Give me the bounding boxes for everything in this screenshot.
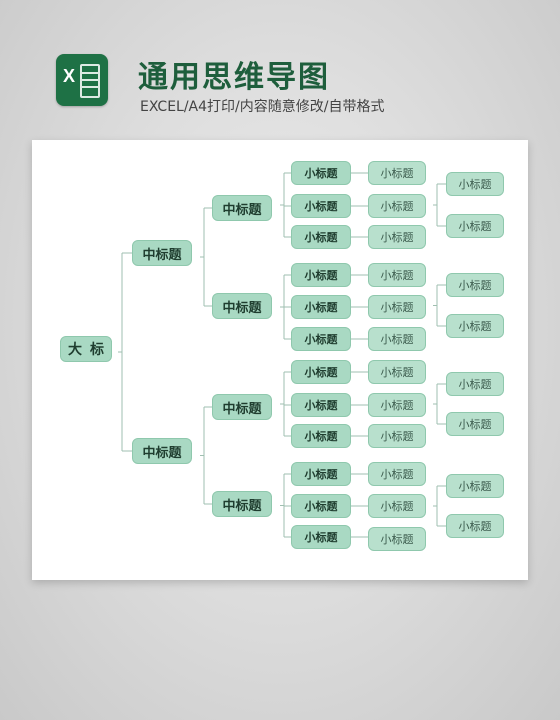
level3-node[interactable]: 小标题	[291, 295, 351, 319]
sub-branch-node-2[interactable]: 中标题	[212, 293, 272, 319]
level5-node[interactable]: 小标题	[446, 372, 504, 396]
level4-node[interactable]: 小标题	[368, 194, 426, 218]
level4-node[interactable]: 小标题	[368, 462, 426, 486]
level3-node[interactable]: 小标题	[291, 263, 351, 287]
level3-node[interactable]: 小标题	[291, 393, 351, 417]
connector-bracket	[433, 383, 446, 425]
mindmap-sheet: 大标 中标题 中标题 中标题 中标题 中标题 中标题 小标题 小标题 小标题 小…	[32, 140, 528, 580]
connector-bracket	[118, 252, 132, 452]
connector-line	[351, 473, 368, 538]
connector-bracket	[280, 473, 291, 538]
level4-node[interactable]: 小标题	[368, 424, 426, 448]
sub-branch-node-1[interactable]: 中标题	[212, 195, 272, 221]
connector-bracket	[200, 406, 212, 505]
level4-node[interactable]: 小标题	[368, 360, 426, 384]
page-subtitle: EXCEL/A4打印/内容随意修改/自带格式	[140, 99, 385, 115]
level3-node[interactable]: 小标题	[291, 327, 351, 351]
level3-node[interactable]: 小标题	[291, 525, 351, 549]
level4-node[interactable]: 小标题	[368, 295, 426, 319]
level4-node[interactable]: 小标题	[368, 527, 426, 551]
connector-bracket	[280, 274, 291, 340]
level5-node[interactable]: 小标题	[446, 273, 504, 297]
level4-node[interactable]: 小标题	[368, 263, 426, 287]
root-node[interactable]: 大标	[60, 336, 112, 362]
connector-line	[351, 371, 368, 437]
page-title: 通用思维导图	[138, 60, 330, 95]
level3-node[interactable]: 小标题	[291, 360, 351, 384]
level3-node[interactable]: 小标题	[291, 194, 351, 218]
connector-line	[351, 172, 368, 238]
connector-bracket	[280, 371, 291, 437]
logo-letter: X	[63, 66, 76, 86]
level4-node[interactable]: 小标题	[368, 161, 426, 185]
connector-bracket	[433, 183, 446, 227]
level4-node[interactable]: 小标题	[368, 393, 426, 417]
level3-node[interactable]: 小标题	[291, 161, 351, 185]
level5-node[interactable]: 小标题	[446, 314, 504, 338]
level4-node[interactable]: 小标题	[368, 494, 426, 518]
connector-bracket	[280, 172, 291, 238]
branch-node-2[interactable]: 中标题	[132, 438, 192, 464]
level5-node[interactable]: 小标题	[446, 474, 504, 498]
branch-node-1[interactable]: 中标题	[132, 240, 192, 266]
connector-line	[351, 274, 368, 340]
level3-node[interactable]: 小标题	[291, 462, 351, 486]
sub-branch-node-3[interactable]: 中标题	[212, 394, 272, 420]
level5-node[interactable]: 小标题	[446, 514, 504, 538]
excel-icon: X	[56, 54, 108, 106]
level3-node[interactable]: 小标题	[291, 424, 351, 448]
connector-bracket	[433, 284, 446, 327]
sheet-icon	[80, 64, 100, 98]
level5-node[interactable]: 小标题	[446, 214, 504, 238]
level3-node[interactable]: 小标题	[291, 225, 351, 249]
level5-node[interactable]: 小标题	[446, 172, 504, 196]
level4-node[interactable]: 小标题	[368, 327, 426, 351]
connector-bracket	[433, 485, 446, 527]
sub-branch-node-4[interactable]: 中标题	[212, 491, 272, 517]
connector-lines	[118, 172, 446, 538]
level3-node[interactable]: 小标题	[291, 494, 351, 518]
connector-bracket	[200, 207, 212, 307]
level4-node[interactable]: 小标题	[368, 225, 426, 249]
level5-node[interactable]: 小标题	[446, 412, 504, 436]
